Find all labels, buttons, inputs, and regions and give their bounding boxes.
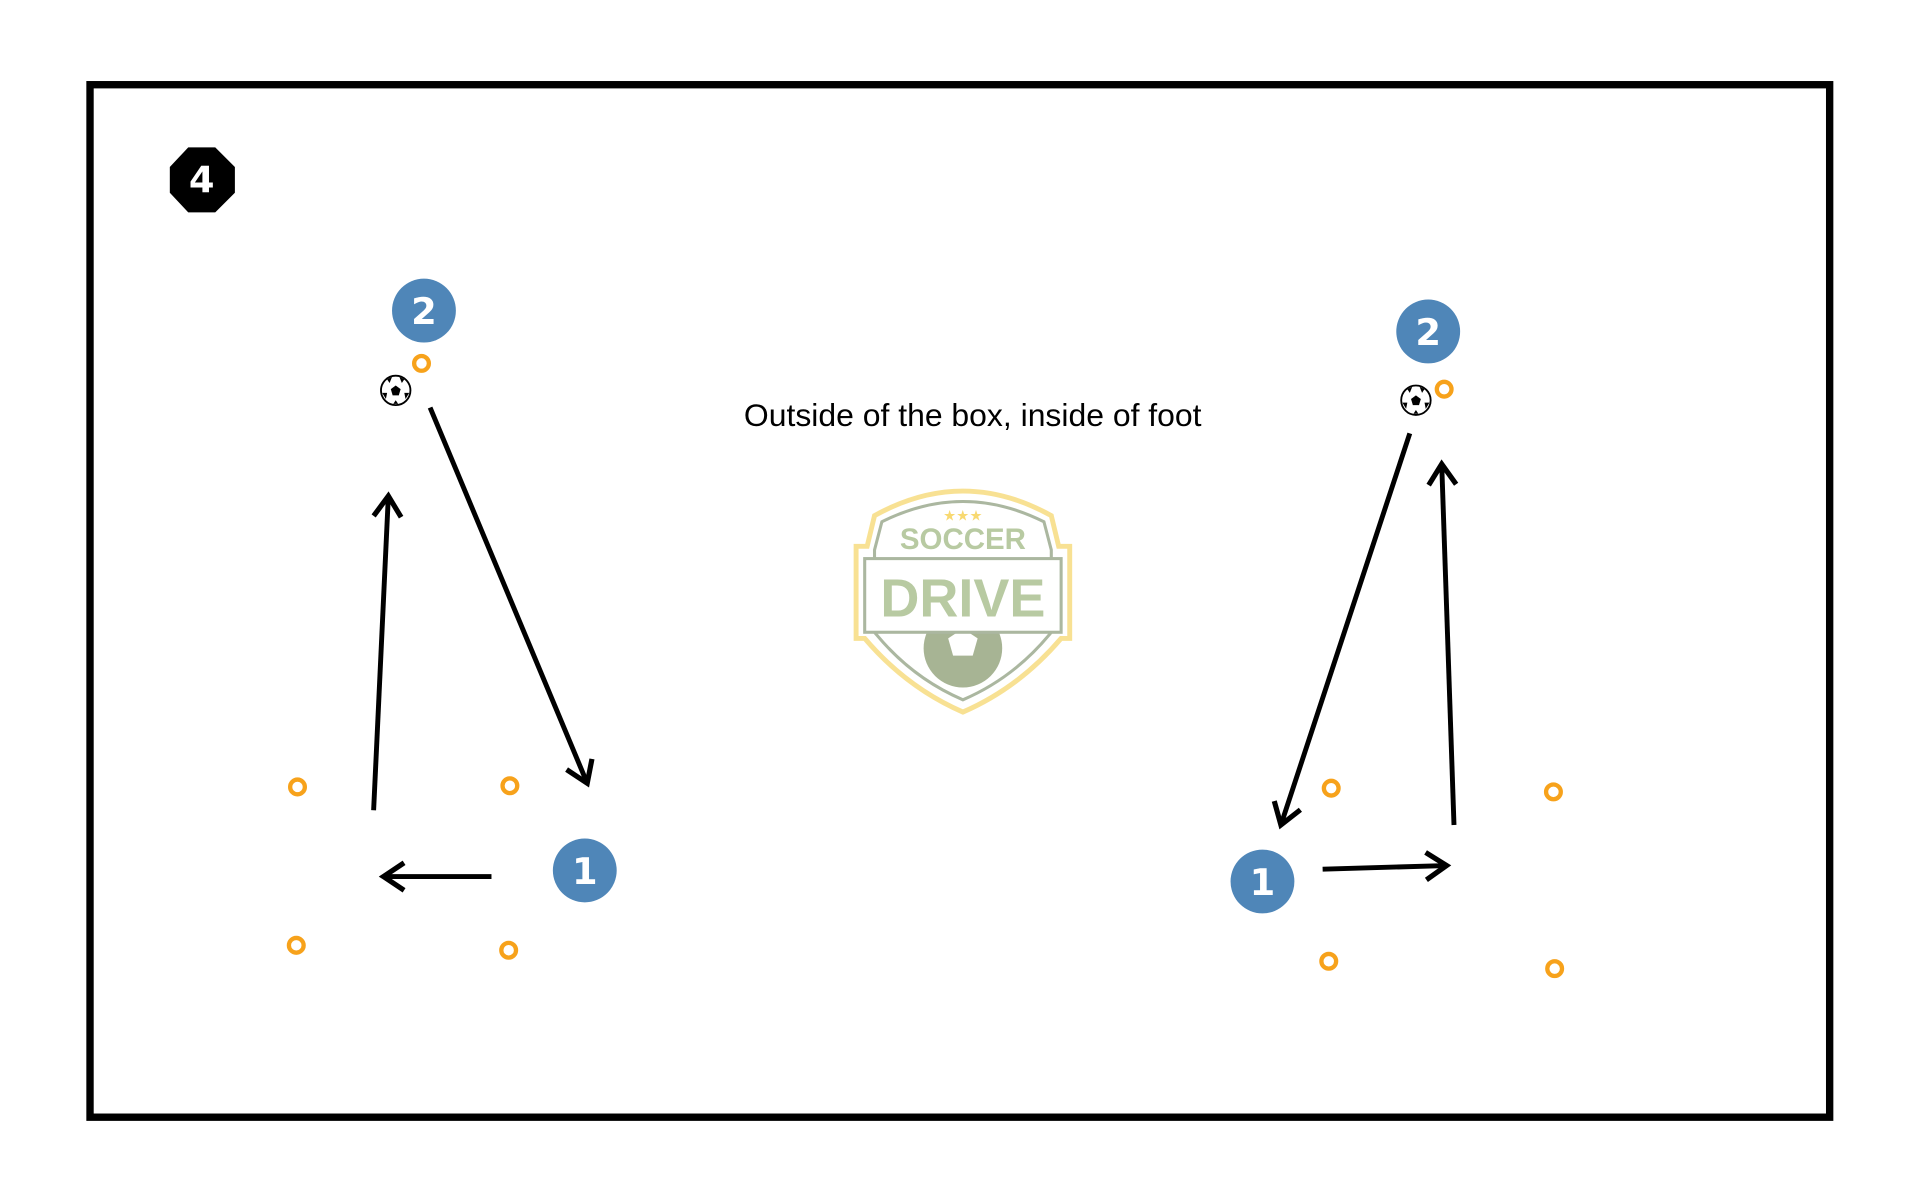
cone [286,935,306,955]
player-label: 1 [1250,861,1276,904]
player-2-right: 2 [1396,299,1461,364]
logo-text-soccer: SOCCER [900,523,1026,556]
cone [500,776,520,796]
pass-arrow [427,406,595,788]
soccer-ball-icon [1400,384,1432,416]
cone [411,353,432,373]
cone [1434,379,1454,399]
cone [499,940,519,960]
player-2-left: 2 [392,278,456,343]
soccer-drive-logo: ★★★ SOCCER DRIVE [853,488,1073,715]
player-label: 1 [572,850,598,893]
cone [1321,778,1341,798]
field-border [86,81,1834,1121]
caption: Outside of the box, inside of foot [744,397,1202,433]
player-label: 2 [411,290,437,333]
step-badge: 4 [169,147,235,213]
cone [1319,951,1339,971]
step-number: 4 [189,159,215,202]
run-arrow [371,491,404,811]
player-1-right: 1 [1230,849,1295,914]
player-1-left: 1 [552,838,617,903]
dribble-arrow [1322,850,1452,882]
svg-text:★★★: ★★★ [943,509,983,525]
player-label: 2 [1415,311,1441,354]
pass-arrow [1271,432,1413,830]
soccer-ball-icon [380,374,412,407]
cone [287,777,308,797]
cone [1543,782,1563,802]
logo-text-drive: DRIVE [880,568,1045,628]
run-arrow [1426,459,1459,826]
cone [1545,959,1565,979]
